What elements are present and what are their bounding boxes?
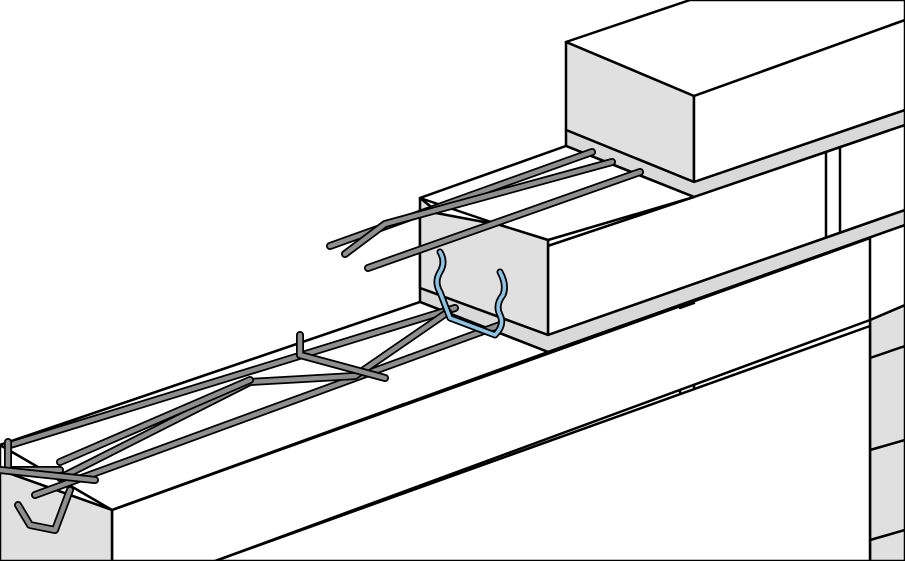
ladder-joint-reinforcement-upper xyxy=(326,148,644,272)
wall-tie xyxy=(433,248,508,339)
upper-course xyxy=(564,0,905,199)
right-wall-face xyxy=(868,303,905,561)
ladder-joint-reinforcement-lower xyxy=(0,304,504,534)
